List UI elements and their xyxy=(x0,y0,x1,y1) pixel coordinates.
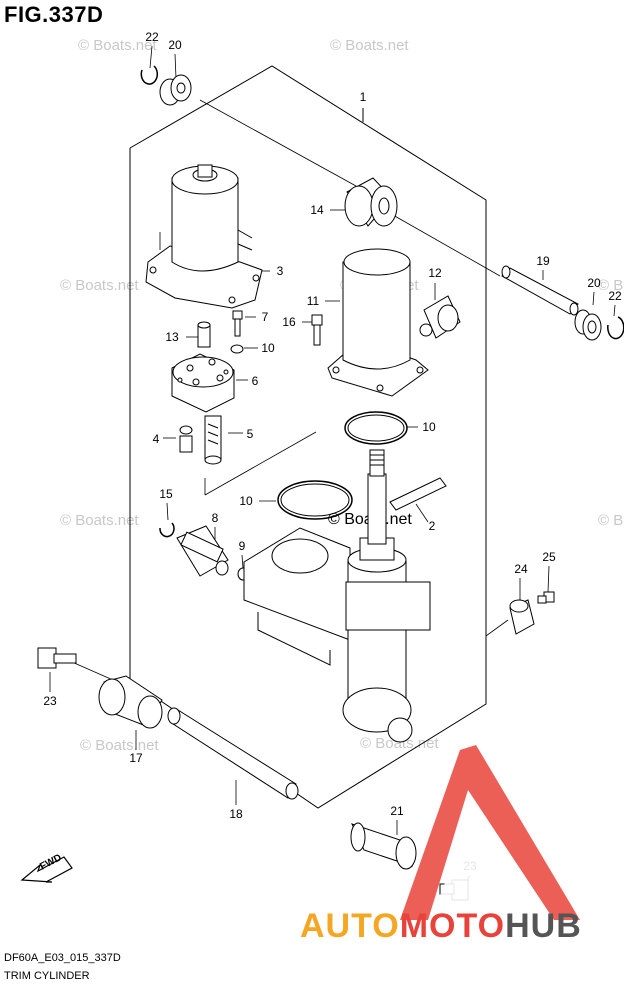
part-20-bushing xyxy=(159,74,192,106)
part-13-plug xyxy=(197,321,211,348)
part-15-clip xyxy=(159,522,175,538)
callout-10: 10 xyxy=(239,494,253,508)
callout-21: 21 xyxy=(390,804,404,818)
leader-lines xyxy=(49,45,616,883)
part-10-oring-small xyxy=(230,344,244,354)
part-3-motor xyxy=(145,164,263,309)
callout-22: 22 xyxy=(608,289,622,303)
callout-13: 13 xyxy=(165,330,179,344)
watermark: © Boats.net xyxy=(598,277,624,294)
part-11-reservoir xyxy=(327,248,429,397)
figure-title: FIG.337D xyxy=(4,2,104,27)
part-17-bushing xyxy=(98,675,163,729)
part-12-valve xyxy=(419,295,461,339)
fwd-arrow: FWD xyxy=(20,852,73,883)
part-21-pin xyxy=(350,822,417,870)
callout-5: 5 xyxy=(247,427,254,441)
part-10-oring-mid xyxy=(277,480,353,520)
callout-14: 14 xyxy=(310,203,324,217)
callout-19: 19 xyxy=(536,254,550,268)
callout-8: 8 xyxy=(212,511,219,525)
cylinder-body xyxy=(243,449,431,743)
brand-logo: AUTOMOTOHUB xyxy=(300,745,582,945)
part-22-circlip-right xyxy=(607,316,624,340)
callout-6: 6 xyxy=(252,374,259,388)
part-8-valve xyxy=(176,525,229,577)
watermark: © Boats.net xyxy=(60,512,139,529)
callout-25: 25 xyxy=(542,550,556,564)
callout-16: 16 xyxy=(282,315,296,329)
parts-layer xyxy=(37,65,624,901)
part-18-pipe xyxy=(167,707,299,800)
callout-2: 2 xyxy=(429,519,436,533)
callout-7: 7 xyxy=(262,310,269,324)
callout-11: 11 xyxy=(307,294,320,308)
part-4-fitting xyxy=(179,425,193,453)
callout-15: 15 xyxy=(159,487,173,501)
figure-caption: TRIM CYLINDER xyxy=(4,970,90,982)
callout-20: 20 xyxy=(587,276,601,290)
callout-23: 23 xyxy=(43,694,57,708)
part-25-bolt xyxy=(537,591,555,604)
brand-text: AUTOMOTOHUB xyxy=(300,907,582,945)
part-5-valve xyxy=(204,415,222,465)
brand-auto: AUTO xyxy=(300,907,400,945)
part-24-bushing xyxy=(509,599,535,635)
watermark: © Boats.net xyxy=(60,277,139,294)
callout-1: 1 xyxy=(360,90,367,104)
part-16-screw xyxy=(311,314,323,346)
callout-24: 24 xyxy=(514,562,528,576)
part-7-bolt xyxy=(232,310,243,337)
watermark: © Boats.net xyxy=(360,735,439,752)
callout-22: 22 xyxy=(145,30,159,44)
callout-17: 17 xyxy=(129,751,143,765)
callout-20: 20 xyxy=(168,38,182,52)
watermark-layer: © Boats.net © Boats.net © Boats.net © Bo… xyxy=(60,37,624,754)
brand-moto: MOTO xyxy=(400,907,505,945)
part-10-oring-large xyxy=(344,411,408,445)
part-23-bolt-left xyxy=(37,647,77,669)
part-20-bushing-right xyxy=(574,309,602,341)
watermark: © Boats.net xyxy=(598,512,624,529)
callout-9: 9 xyxy=(239,539,246,553)
callout-18: 18 xyxy=(229,807,243,821)
part-22-circlip xyxy=(140,65,159,85)
watermark: © Boats.net xyxy=(330,37,409,54)
callout-12: 12 xyxy=(428,266,442,280)
watermark: © Boats.net xyxy=(78,37,157,54)
part-2-pin xyxy=(389,477,447,511)
brand-hub: HUB xyxy=(505,907,582,945)
callout-4: 4 xyxy=(153,432,160,446)
callout-10: 10 xyxy=(261,341,275,355)
part-14-bushing xyxy=(344,177,398,227)
part-6-valve-body xyxy=(171,353,235,413)
part-19-pin xyxy=(501,265,579,316)
callout-3: 3 xyxy=(277,264,284,278)
watermark: © Boats.net xyxy=(80,737,159,754)
figure-code: DF60A_E03_015_337D xyxy=(4,952,121,964)
callout-10: 10 xyxy=(422,420,436,434)
